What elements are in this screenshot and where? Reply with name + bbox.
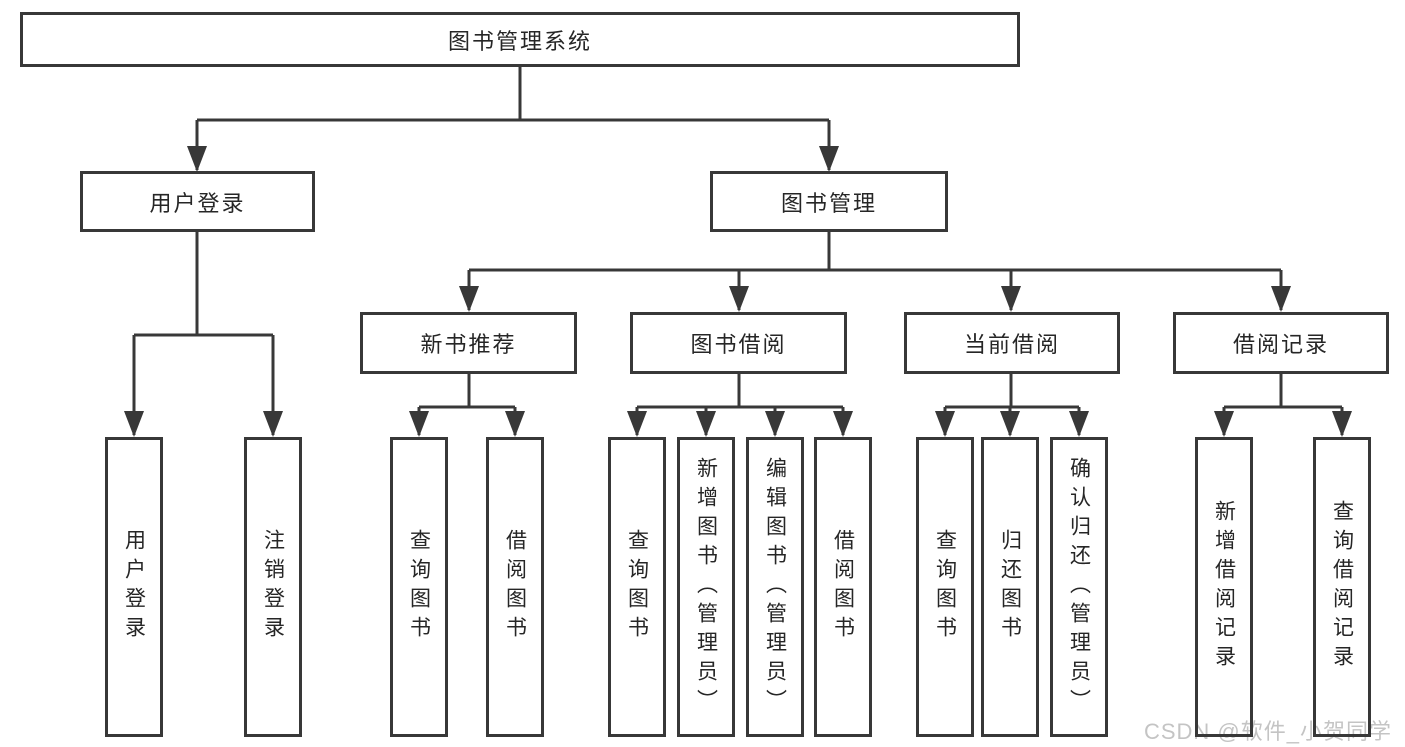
leaf-user-login: 用户登录 — [105, 437, 163, 737]
leaf-add-borrow-record: 新增借阅记录 — [1195, 437, 1253, 737]
node-new-book-recommend: 新书推荐 — [360, 312, 577, 374]
node-label: 查询图书 — [933, 529, 957, 645]
node-label: 借阅图书 — [503, 529, 527, 645]
node-label: 借阅记录 — [1232, 332, 1329, 357]
leaf-query-book-borrow: 查询图书 — [608, 437, 666, 737]
node-library-management-system: 图书管理系统 — [20, 12, 1020, 67]
node-label: 查询借阅记录 — [1330, 500, 1354, 674]
node-label: 图书管理 — [780, 190, 877, 216]
node-label: 当前借阅 — [963, 332, 1060, 357]
leaf-borrow-book-newbook: 借阅图书 — [486, 437, 544, 737]
node-label: 确认归还（管理员） — [1067, 456, 1091, 718]
leaf-query-borrow-record: 查询借阅记录 — [1313, 437, 1371, 737]
node-user-login: 用户登录 — [80, 171, 315, 232]
node-label: 图书管理系统 — [447, 28, 592, 54]
node-label: 新增图书（管理员） — [694, 456, 718, 718]
node-label: 归还图书 — [998, 529, 1022, 645]
node-book-management: 图书管理 — [710, 171, 948, 232]
node-label: 用户登录 — [149, 190, 246, 216]
node-book-borrow: 图书借阅 — [630, 312, 847, 374]
node-label: 查询图书 — [407, 529, 431, 645]
leaf-return-book: 归还图书 — [981, 437, 1039, 737]
node-label: 新书推荐 — [420, 332, 517, 357]
node-label: 用户登录 — [122, 529, 146, 645]
node-current-borrow: 当前借阅 — [904, 312, 1120, 374]
leaf-query-book-current: 查询图书 — [916, 437, 974, 737]
leaf-edit-book-admin: 编辑图书（管理员） — [746, 437, 804, 737]
node-label: 编辑图书（管理员） — [763, 456, 787, 718]
leaf-logout: 注销登录 — [244, 437, 302, 737]
node-label: 查询图书 — [625, 529, 649, 645]
node-borrow-records: 借阅记录 — [1173, 312, 1389, 374]
csdn-watermark: CSDN @软件_小贺同学 — [1143, 719, 1392, 744]
node-label: 借阅图书 — [831, 529, 855, 645]
leaf-query-book-newbook: 查询图书 — [390, 437, 448, 737]
node-label: 新增借阅记录 — [1212, 500, 1236, 674]
node-label: 图书借阅 — [690, 332, 787, 357]
node-label: 注销登录 — [261, 529, 285, 645]
leaf-add-book-admin: 新增图书（管理员） — [677, 437, 735, 737]
leaf-confirm-return-admin: 确认归还（管理员） — [1050, 437, 1108, 737]
leaf-borrow-book-borrow: 借阅图书 — [814, 437, 872, 737]
